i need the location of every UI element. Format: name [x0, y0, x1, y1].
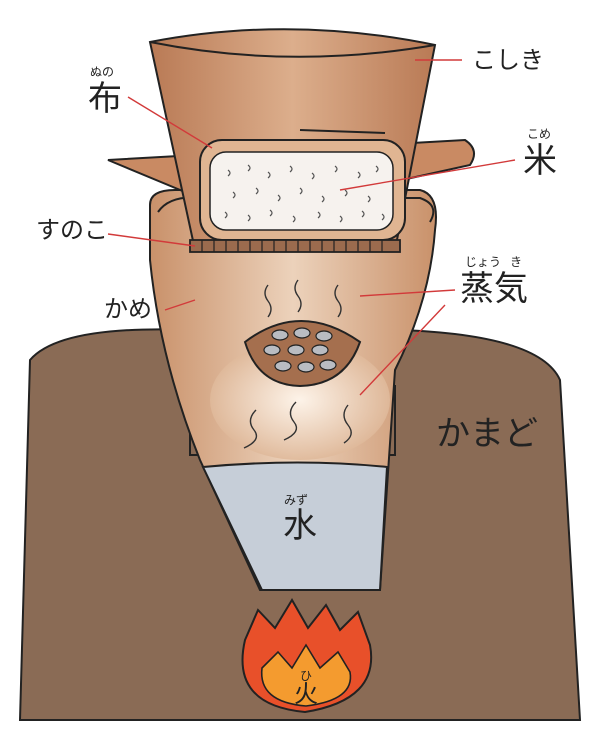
label-nuno: 布 [88, 79, 122, 119]
sunoko-grid [190, 240, 400, 252]
label-kame: かめ [104, 295, 152, 323]
ruby-nuno: ぬの [90, 65, 114, 79]
label-hi: 火 [294, 680, 318, 708]
ruby-jouki-2: き [510, 255, 522, 269]
ruby-jouki-1: じょう [465, 255, 501, 269]
label-sunoko: すのこ [36, 216, 108, 244]
ruby-mizu: みず [284, 493, 308, 507]
label-koshiki: こしき [472, 46, 544, 74]
label-kome: 米 [523, 141, 557, 181]
label-jouki: 蒸気 [460, 269, 528, 309]
steam-holes [264, 328, 336, 372]
label-mizu: 水 [283, 506, 317, 546]
ruby-kome: こめ [527, 127, 551, 141]
label-kamado: かまど [436, 414, 538, 454]
